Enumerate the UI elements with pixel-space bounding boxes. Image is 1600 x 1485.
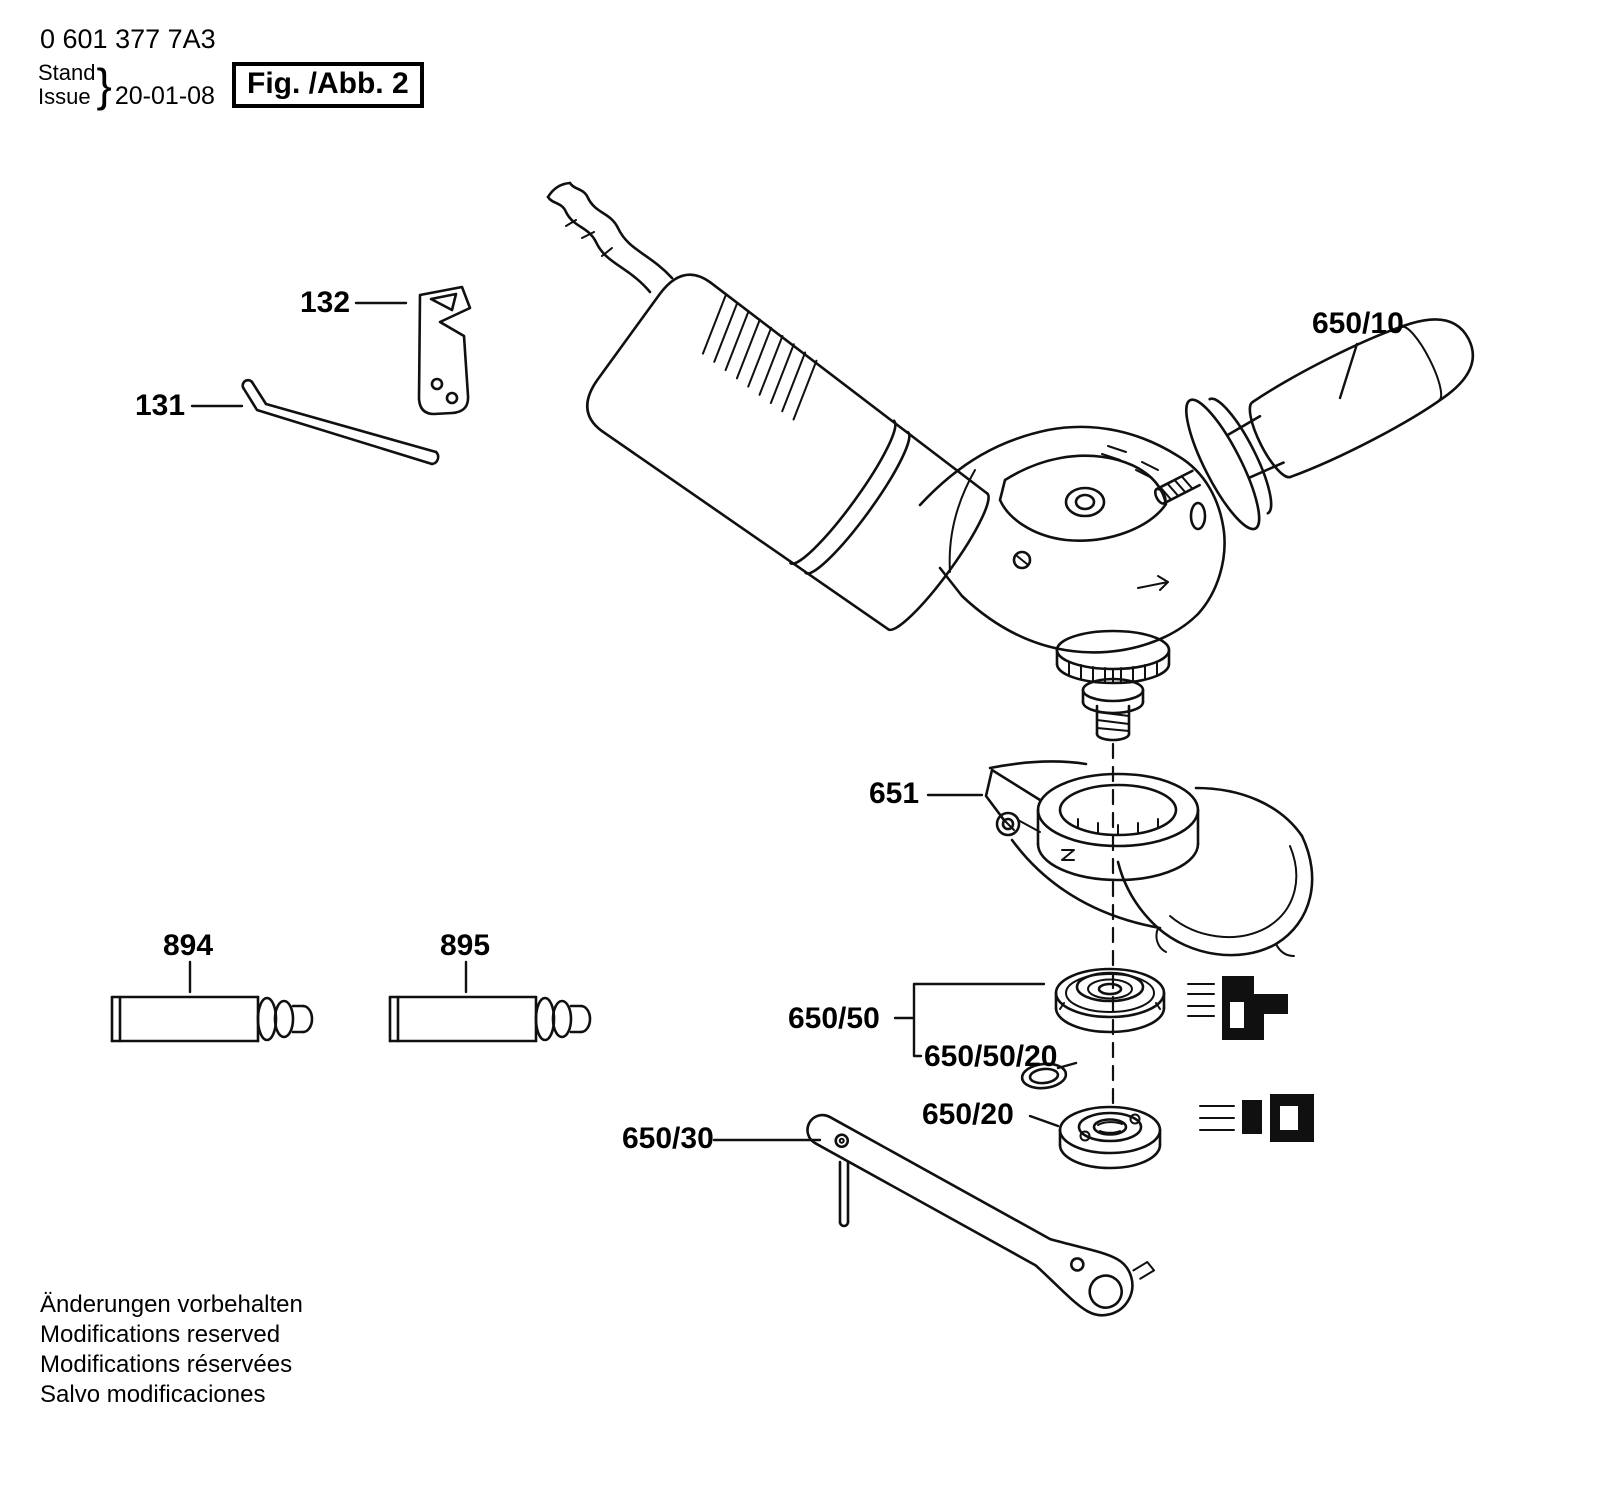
wrench-pin xyxy=(838,1160,850,1228)
mount-orientation-icon-upper xyxy=(1187,976,1288,1040)
part-number: 0 601 377 7A3 xyxy=(40,24,216,54)
carbon-brush-894 xyxy=(110,995,314,1043)
vent-slots xyxy=(701,293,818,421)
leader-lines xyxy=(188,301,1359,1142)
gear-head xyxy=(918,425,1226,654)
guard-ring-teeth xyxy=(1061,818,1159,861)
carbon-brush-895 xyxy=(388,995,592,1043)
handle-stud-threads xyxy=(1159,475,1194,501)
part-label-131: 131 xyxy=(135,389,186,422)
part-label-651: 651 xyxy=(869,777,920,810)
wheel-guard xyxy=(984,760,1314,957)
mounting-bracket xyxy=(417,285,472,416)
pin-wrench xyxy=(806,1113,1156,1317)
issue-label: Issue xyxy=(38,84,91,109)
backing-flange xyxy=(1054,967,1166,1034)
modifications-notice: Änderungen vorbehalten Modifications res… xyxy=(40,1290,303,1410)
notice-line-es: Salvo modificaciones xyxy=(40,1381,266,1408)
part-label-650-50: 650/50 xyxy=(788,1002,880,1035)
o-ring xyxy=(1020,1062,1068,1090)
issue-date: 20-01-08 xyxy=(114,82,215,110)
notice-line-en: Modifications reserved xyxy=(40,1321,281,1348)
notice-line-fr: Modifications réservées xyxy=(40,1351,293,1378)
part-label-895: 895 xyxy=(440,929,491,962)
motor-housing xyxy=(585,273,990,632)
power-cord xyxy=(546,181,674,294)
stand-label: Stand xyxy=(38,60,96,85)
figure-label: Fig. /Abb. 2 xyxy=(232,62,424,108)
part-label-650-10: 650/10 xyxy=(1312,307,1404,340)
part-label-650-20: 650/20 xyxy=(922,1098,1014,1131)
notice-line-de: Änderungen vorbehalten xyxy=(40,1291,303,1318)
stand-issue-block: Stand Issue } 20-01-08 xyxy=(38,58,215,112)
hex-key xyxy=(241,378,440,466)
mount-orientation-icon-lower xyxy=(1199,1094,1314,1142)
part-label-650-30: 650/30 xyxy=(622,1122,714,1155)
part-label-650-50-20: 650/50/20 xyxy=(924,1040,1058,1073)
clamping-nut xyxy=(1058,1105,1162,1170)
part-label-132: 132 xyxy=(300,286,351,319)
part-label-894: 894 xyxy=(163,929,214,962)
brace-glyph: } xyxy=(96,59,112,111)
spindle xyxy=(1055,629,1171,742)
side-handle xyxy=(1153,318,1475,531)
